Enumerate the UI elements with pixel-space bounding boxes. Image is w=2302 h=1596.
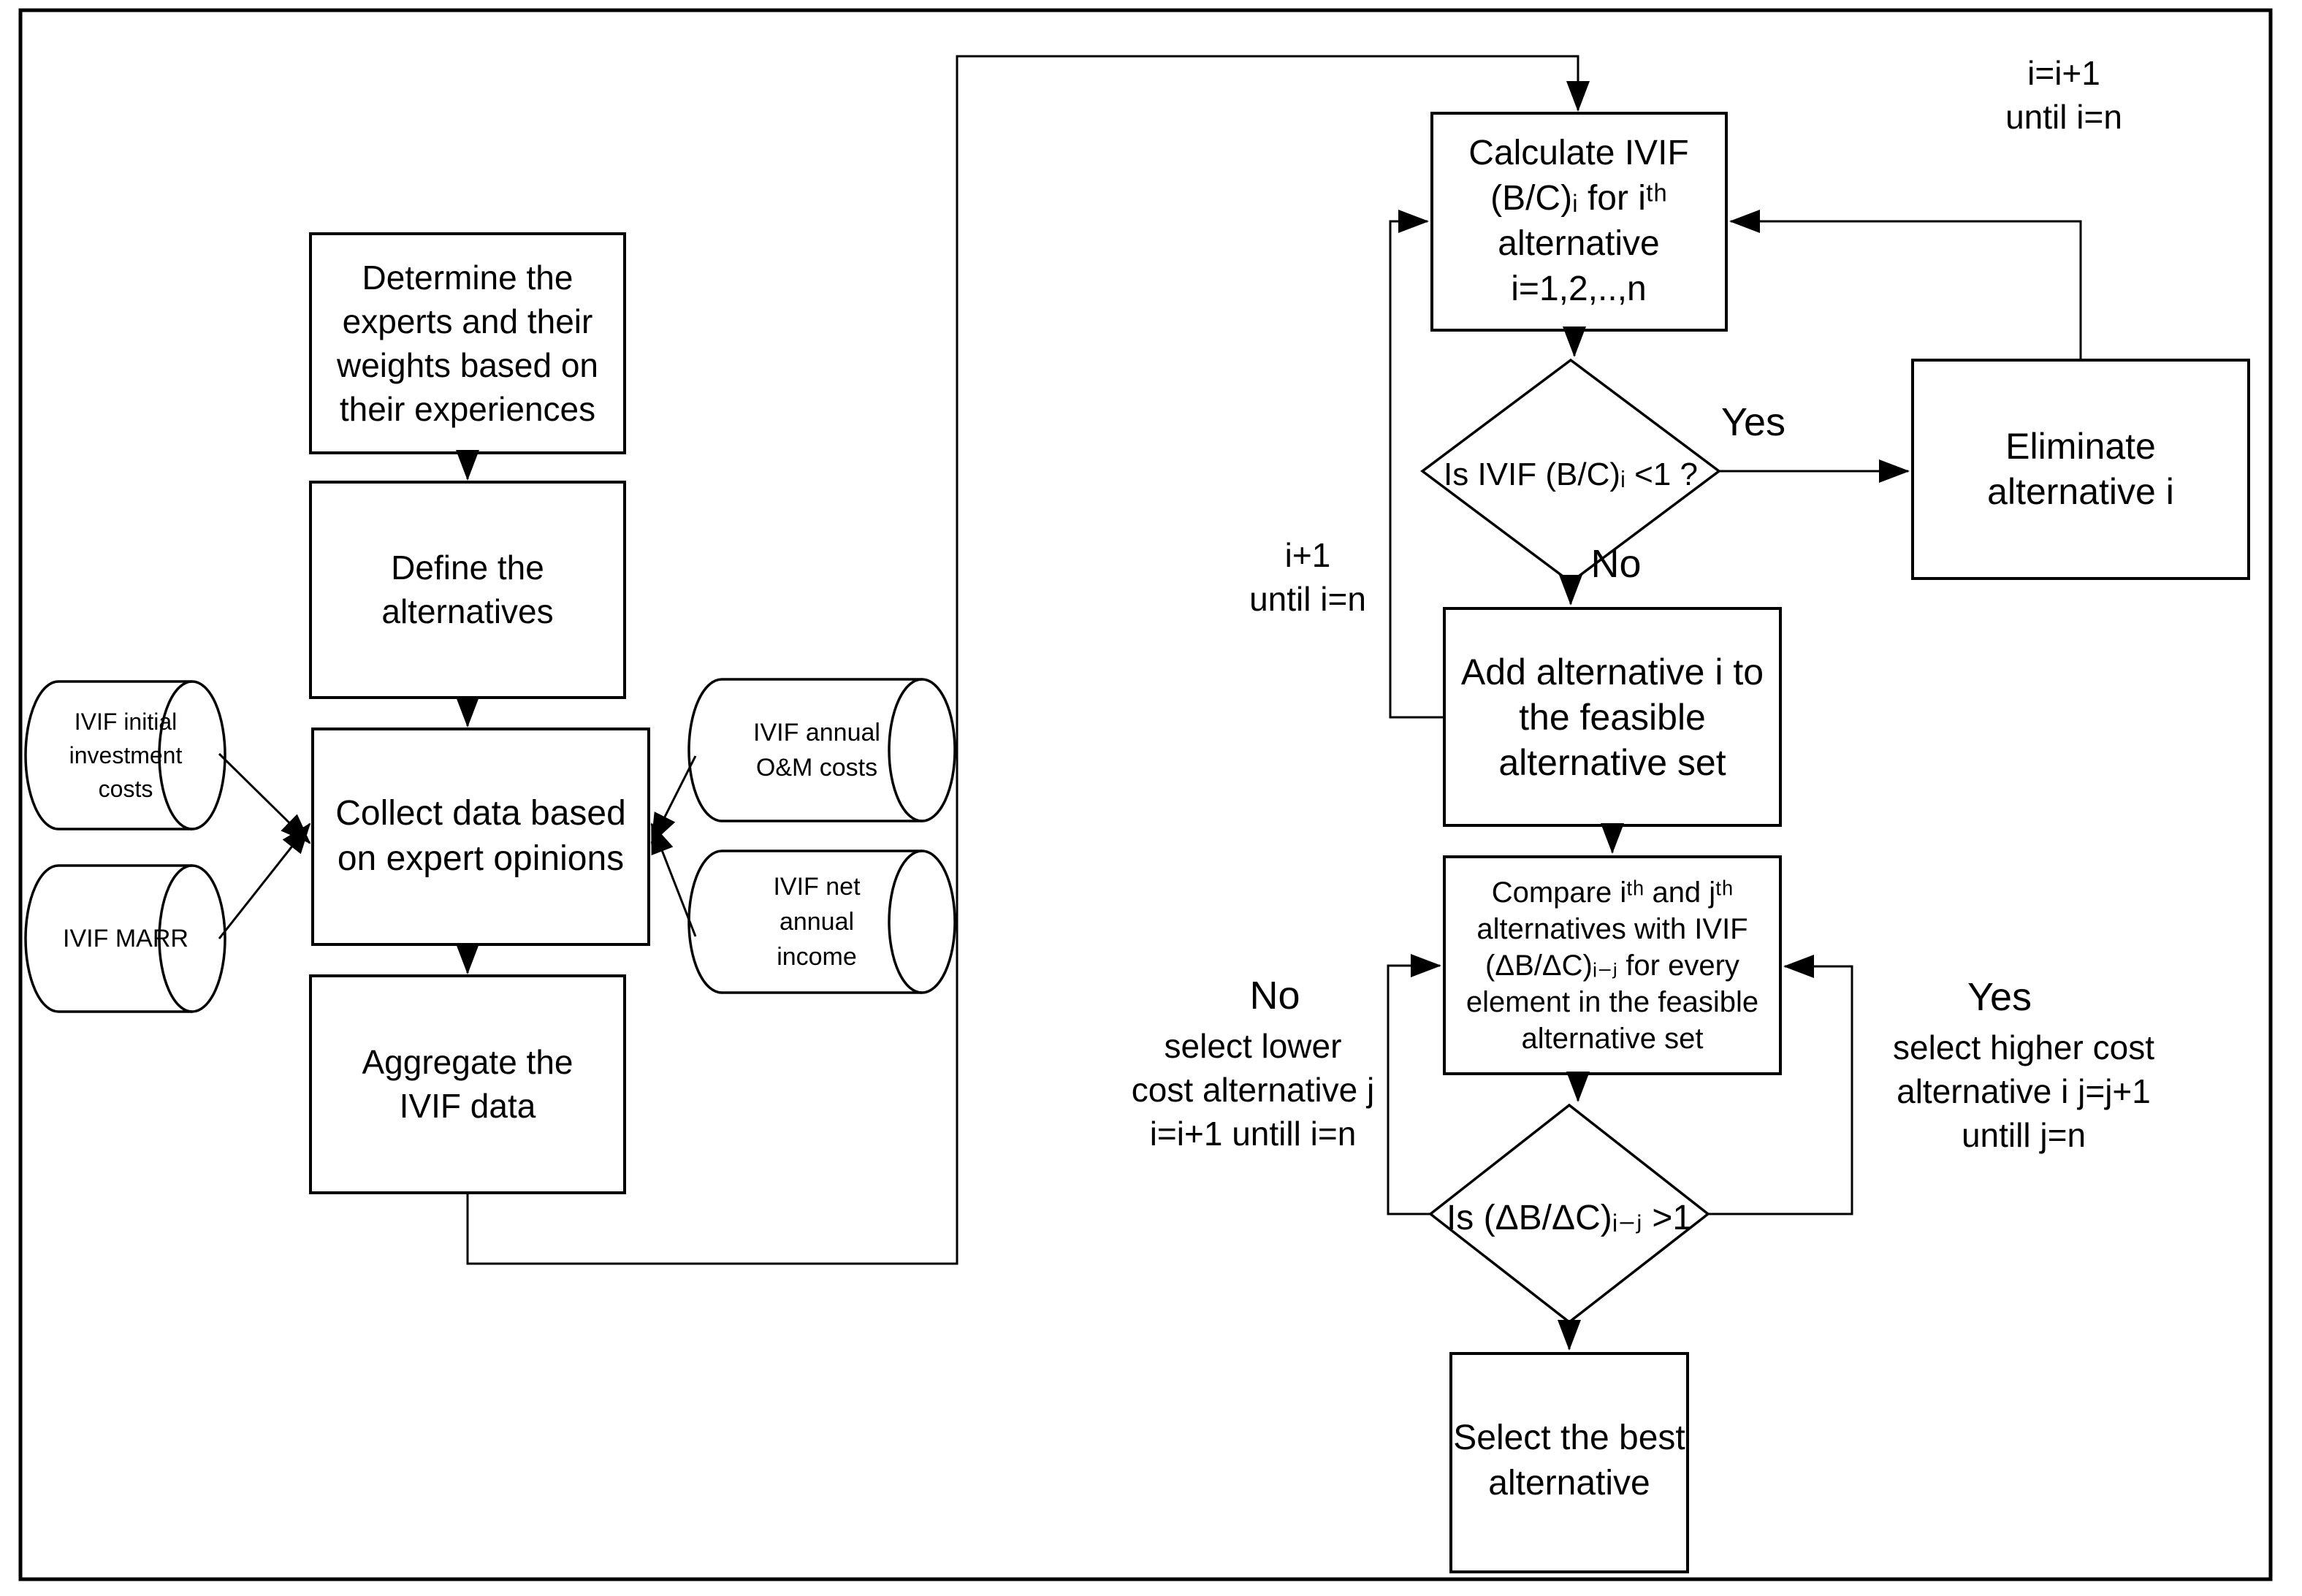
aggregate-data-label: Aggregate the IVIF data [362, 1043, 573, 1125]
delta-decision-label: Is (ΔB/ΔC)ᵢ₋ⱼ >1 [1446, 1199, 1693, 1237]
feedback-yes-to-compare [1708, 955, 1853, 1215]
arrow-om-costs-to-collect [650, 755, 697, 844]
feedback-no-to-compare [1387, 954, 1441, 1215]
cylinder-marr-shape [24, 864, 226, 1013]
feedback-add-to-calculate [1389, 210, 1444, 719]
cylinder-initial-investment-shape [24, 680, 226, 831]
delta-yes-detail-label: select higher cost alternative i j=j+1 u… [1893, 1028, 2154, 1154]
initial-investment-label: IVIF initial investment costs [69, 709, 183, 802]
determine-experts-label: Determine the experts and their weights … [336, 259, 599, 428]
arrow-net-income-to-collect [650, 822, 697, 937]
select-best-label: Select the best alternative [1453, 1419, 1685, 1503]
om-costs-label: IVIF annual O&M costs [753, 719, 880, 782]
net-income-label: IVIF net annual income [773, 873, 861, 971]
outer-loop-label: i=i+1 until i=n [2005, 54, 2122, 136]
box-select-best [1449, 1352, 1689, 1573]
arrow-initial-investment-to-collect [218, 752, 311, 844]
box-aggregate-data [309, 974, 626, 1194]
compare-label: Compare iᵗʰ and jᵗʰ alternatives with IV… [1466, 877, 1759, 1055]
diagram-border [18, 8, 2273, 1581]
collect-data-label: Collect data based on expert opinions [335, 794, 626, 878]
bc-no-label: No [1590, 542, 1642, 586]
inner-loop-label: i+1 until i=n [1249, 536, 1366, 618]
define-alternatives-label: Define the alternatives [381, 549, 554, 630]
arrow-aggregate-to-calculate [466, 55, 1590, 1265]
feedback-eliminate-to-calculate [1729, 210, 2082, 360]
box-calculate-bc [1430, 112, 1728, 332]
cylinder-om-costs-shape [687, 678, 956, 822]
calculate-bc-label: Calculate IVIF (B/C)ᵢ for iᵗʰ alternativ… [1468, 134, 1689, 308]
marr-label: IVIF MARR [63, 925, 188, 952]
delta-yes-label: Yes [1967, 975, 2032, 1019]
delta-no-detail-label: select lower cost alternative j i=i+1 un… [1131, 1027, 1375, 1153]
box-collect-data [311, 728, 650, 946]
eliminate-label: Eliminate alternative i [1987, 426, 2174, 512]
bc-decision-label: Is IVIF (B/C)ᵢ <1 ? [1443, 457, 1699, 492]
arrow-marr-to-collect [218, 822, 311, 939]
box-compare [1443, 855, 1782, 1075]
delta-no-label: No [1249, 974, 1300, 1017]
bc-yes-label: Yes [1720, 400, 1786, 444]
box-define-alternatives [309, 481, 626, 699]
add-feasible-label: Add alternative i to the feasible altern… [1460, 652, 1764, 783]
